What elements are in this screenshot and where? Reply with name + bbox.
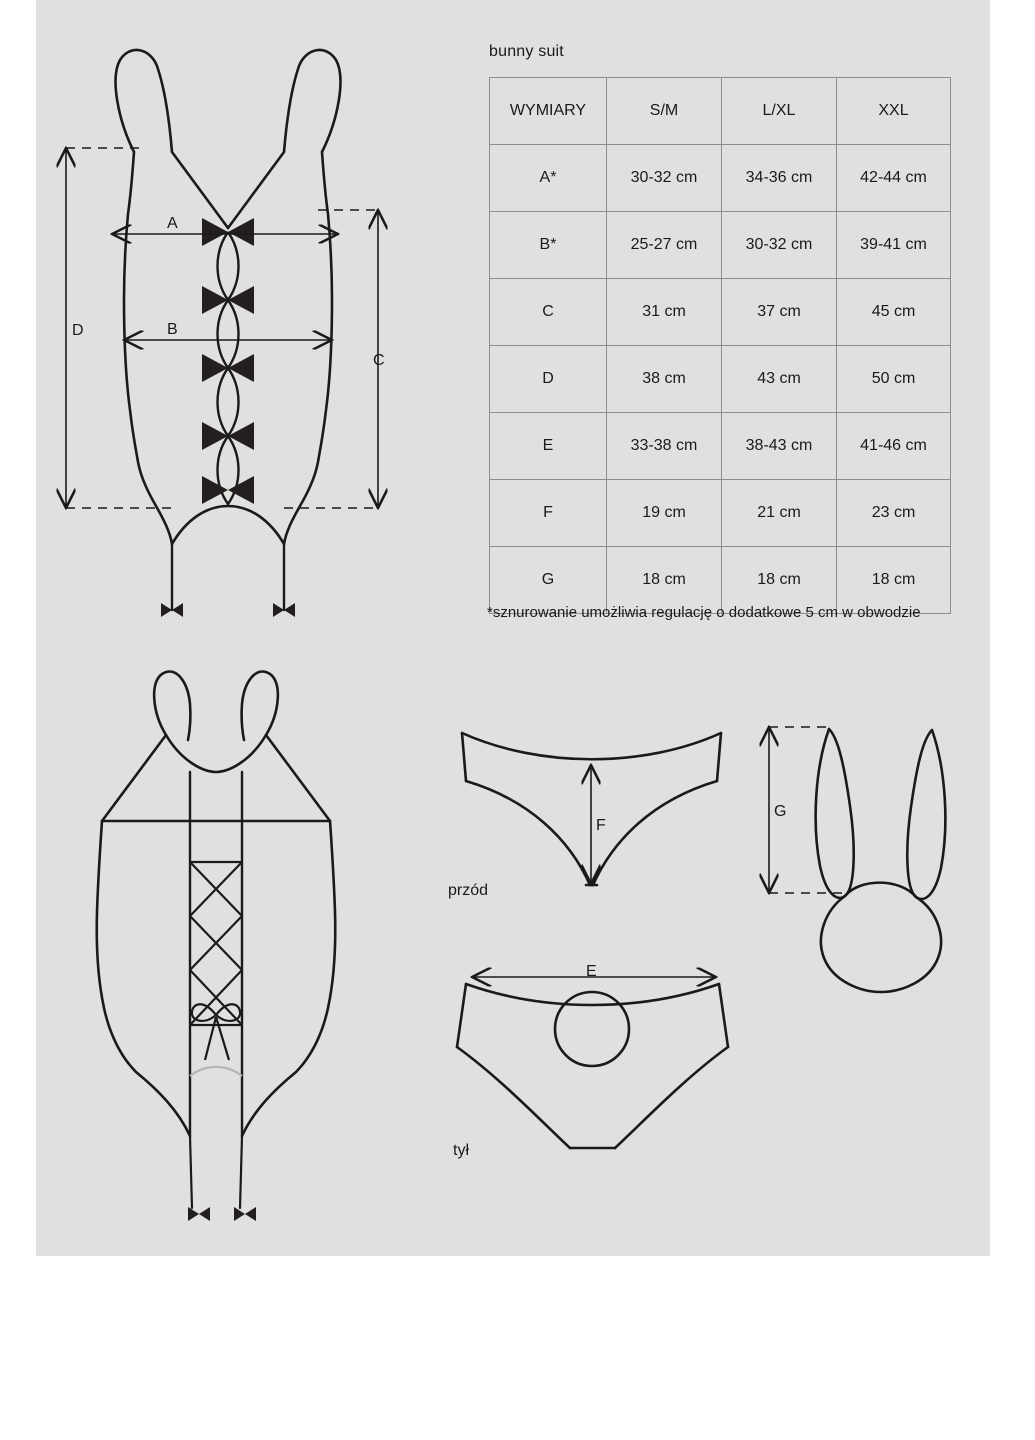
row-value-sm: 33-38 cm [606,412,722,480]
table-header-wymiary: WYMIARY [489,77,607,145]
row-value-xxl: 18 cm [836,546,951,614]
row-label: D [489,345,607,413]
row-label: A* [489,144,607,212]
row-label: C [489,278,607,346]
table-header-lxl: L/XL [721,77,837,145]
row-value-lxl: 43 cm [721,345,837,413]
dimension-label-e: E [586,963,597,980]
row-value-xxl: 41-46 cm [836,412,951,480]
row-value-lxl: 34-36 cm [721,144,837,212]
row-label: E [489,412,607,480]
size-table: WYMIARY S/M L/XL XXL A* 30-32 cm 34-36 c… [489,77,951,614]
row-value-lxl: 21 cm [721,479,837,547]
row-value-xxl: 39-41 cm [836,211,951,279]
row-value-xxl: 23 cm [836,479,951,547]
table-row: D 38 cm 43 cm 50 cm [489,345,951,413]
row-label: G [489,546,607,614]
page-title: bunny suit [489,43,564,60]
row-value-xxl: 50 cm [836,345,951,413]
row-label: B* [489,211,607,279]
row-value-sm: 30-32 cm [606,144,722,212]
row-value-xxl: 45 cm [836,278,951,346]
table-header-sm: S/M [606,77,722,145]
caption-przod: przód [448,882,489,899]
row-label: F [489,479,607,547]
table-header-xxl: XXL [836,77,951,145]
table-row: B* 25-27 cm 30-32 cm 39-41 cm [489,211,951,279]
dimension-label-f: F [596,817,606,834]
table-row: F 19 cm 21 cm 23 cm [489,479,951,547]
row-value-sm: 38 cm [606,345,722,413]
row-value-sm: 19 cm [606,479,722,547]
row-value-xxl: 42-44 cm [836,144,951,212]
dimension-label-d: D [72,322,84,339]
table-header-row: WYMIARY S/M L/XL XXL [489,77,951,145]
dimension-label-b: B [167,321,178,338]
table-row: C 31 cm 37 cm 45 cm [489,278,951,346]
dimension-label-a: A [167,215,178,232]
row-value-lxl: 38-43 cm [721,412,837,480]
dimension-label-g: G [774,803,787,820]
caption-tyl: tył [453,1142,469,1159]
row-value-sm: 18 cm [606,546,722,614]
table-row: A* 30-32 cm 34-36 cm 42-44 cm [489,144,951,212]
row-value-lxl: 18 cm [721,546,837,614]
table-row: E 33-38 cm 38-43 cm 41-46 cm [489,412,951,480]
table-row: G 18 cm 18 cm 18 cm [489,546,951,614]
dimension-label-c: C [373,352,385,369]
table-footnote: *sznurowanie umożliwia regulację o dodat… [487,604,921,621]
row-value-sm: 31 cm [606,278,722,346]
row-value-lxl: 30-32 cm [721,211,837,279]
row-value-lxl: 37 cm [721,278,837,346]
row-value-sm: 25-27 cm [606,211,722,279]
